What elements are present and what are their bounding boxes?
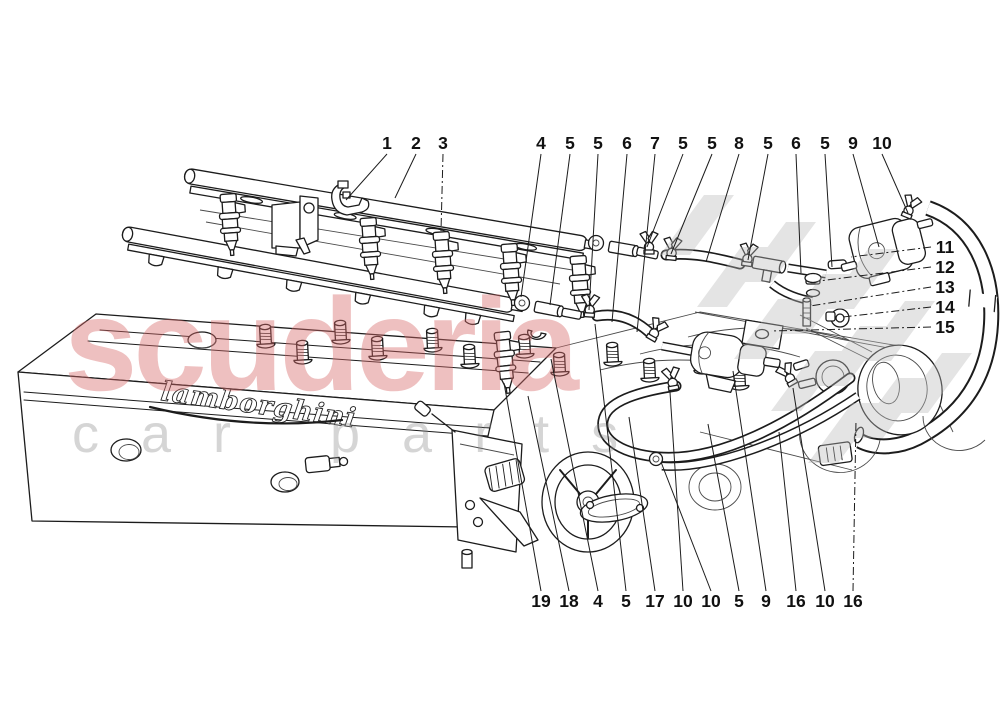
callout-leader <box>881 153 909 214</box>
callout-label: 10 <box>701 591 721 611</box>
callout-label: 8 <box>734 133 744 153</box>
callout-leader <box>792 387 826 592</box>
callout-leader <box>628 416 656 592</box>
callout-label: 7 <box>650 133 660 153</box>
callout-label: 2 <box>411 133 421 153</box>
callout-leader <box>669 391 684 592</box>
callout-leader <box>660 461 712 592</box>
callout-label: 9 <box>761 591 771 611</box>
callout-label: 5 <box>820 133 830 153</box>
throttle-spring <box>484 458 526 492</box>
callout-leader <box>824 153 833 268</box>
callout-leader <box>670 153 713 255</box>
callout-label: 10 <box>815 591 835 611</box>
callout-leader <box>778 431 797 592</box>
callout-label: 16 <box>843 591 863 611</box>
callout-leader <box>527 395 570 592</box>
callout-label: 10 <box>673 591 693 611</box>
callout-label: 6 <box>622 133 632 153</box>
cover-sensor <box>304 455 349 474</box>
throttle-linkage <box>414 400 649 569</box>
callout-leader <box>588 153 599 311</box>
callout-label: 6 <box>791 133 801 153</box>
hose-clip-part1 <box>331 180 370 216</box>
callout-leader <box>611 153 628 323</box>
callout-label: 5 <box>565 133 575 153</box>
callout-label: 4 <box>593 591 603 611</box>
callout-label: 14 <box>935 297 955 317</box>
callout-leader <box>770 326 932 332</box>
callout-label: 11 <box>936 237 955 257</box>
injector-clip <box>526 329 547 340</box>
callout-label: 5 <box>707 133 717 153</box>
callout-label: 1 <box>382 133 392 153</box>
callout-leader <box>549 153 571 306</box>
callout-leader <box>636 153 656 333</box>
callout-leader <box>747 153 769 261</box>
callout-label: 5 <box>734 591 744 611</box>
fuel-injector-front <box>491 329 547 395</box>
callout-leader <box>852 419 857 592</box>
callout-leader <box>440 153 444 232</box>
callout-leader <box>394 153 417 199</box>
callout-leader <box>818 266 932 282</box>
callout-leader <box>503 382 542 592</box>
callout-leader <box>842 306 932 318</box>
fuel-rail-front <box>121 226 525 327</box>
callout-leader <box>707 423 740 592</box>
callout-label: 13 <box>935 277 955 297</box>
callout-leader <box>345 153 388 201</box>
callout-leader <box>850 246 932 258</box>
callout-label: 18 <box>559 591 579 611</box>
callout-label: 5 <box>621 591 631 611</box>
callout-label: 12 <box>935 257 955 277</box>
callout-label: 19 <box>531 591 551 611</box>
callout-leader <box>705 153 740 263</box>
callout-leader <box>809 286 932 307</box>
callout-leader <box>732 370 767 592</box>
watermark: scuderia car parts <box>64 195 972 464</box>
watermark-brand: scuderia <box>64 271 581 418</box>
callout-label: 17 <box>645 591 664 611</box>
callout-label: 5 <box>678 133 688 153</box>
callout-leader <box>520 153 542 298</box>
callout-label: 5 <box>763 133 773 153</box>
callout-leader <box>594 323 627 592</box>
callout-leader <box>852 153 880 248</box>
callout-label: 15 <box>935 317 955 337</box>
fuel-return-hose <box>853 192 1000 455</box>
callout-label: 10 <box>872 133 892 153</box>
callout-label: 16 <box>786 591 806 611</box>
callout-label: 5 <box>593 133 603 153</box>
callout-leader <box>646 153 684 248</box>
callout-leader <box>550 358 599 592</box>
cam-cover: lamborghini <box>17 313 557 528</box>
callout-label: 4 <box>536 133 546 153</box>
rail-bracket <box>271 195 319 257</box>
watermark-subtitle: car parts <box>72 404 660 464</box>
callout-leader <box>795 153 802 274</box>
callout-label: 3 <box>438 133 448 153</box>
callout-label: 9 <box>848 133 858 153</box>
